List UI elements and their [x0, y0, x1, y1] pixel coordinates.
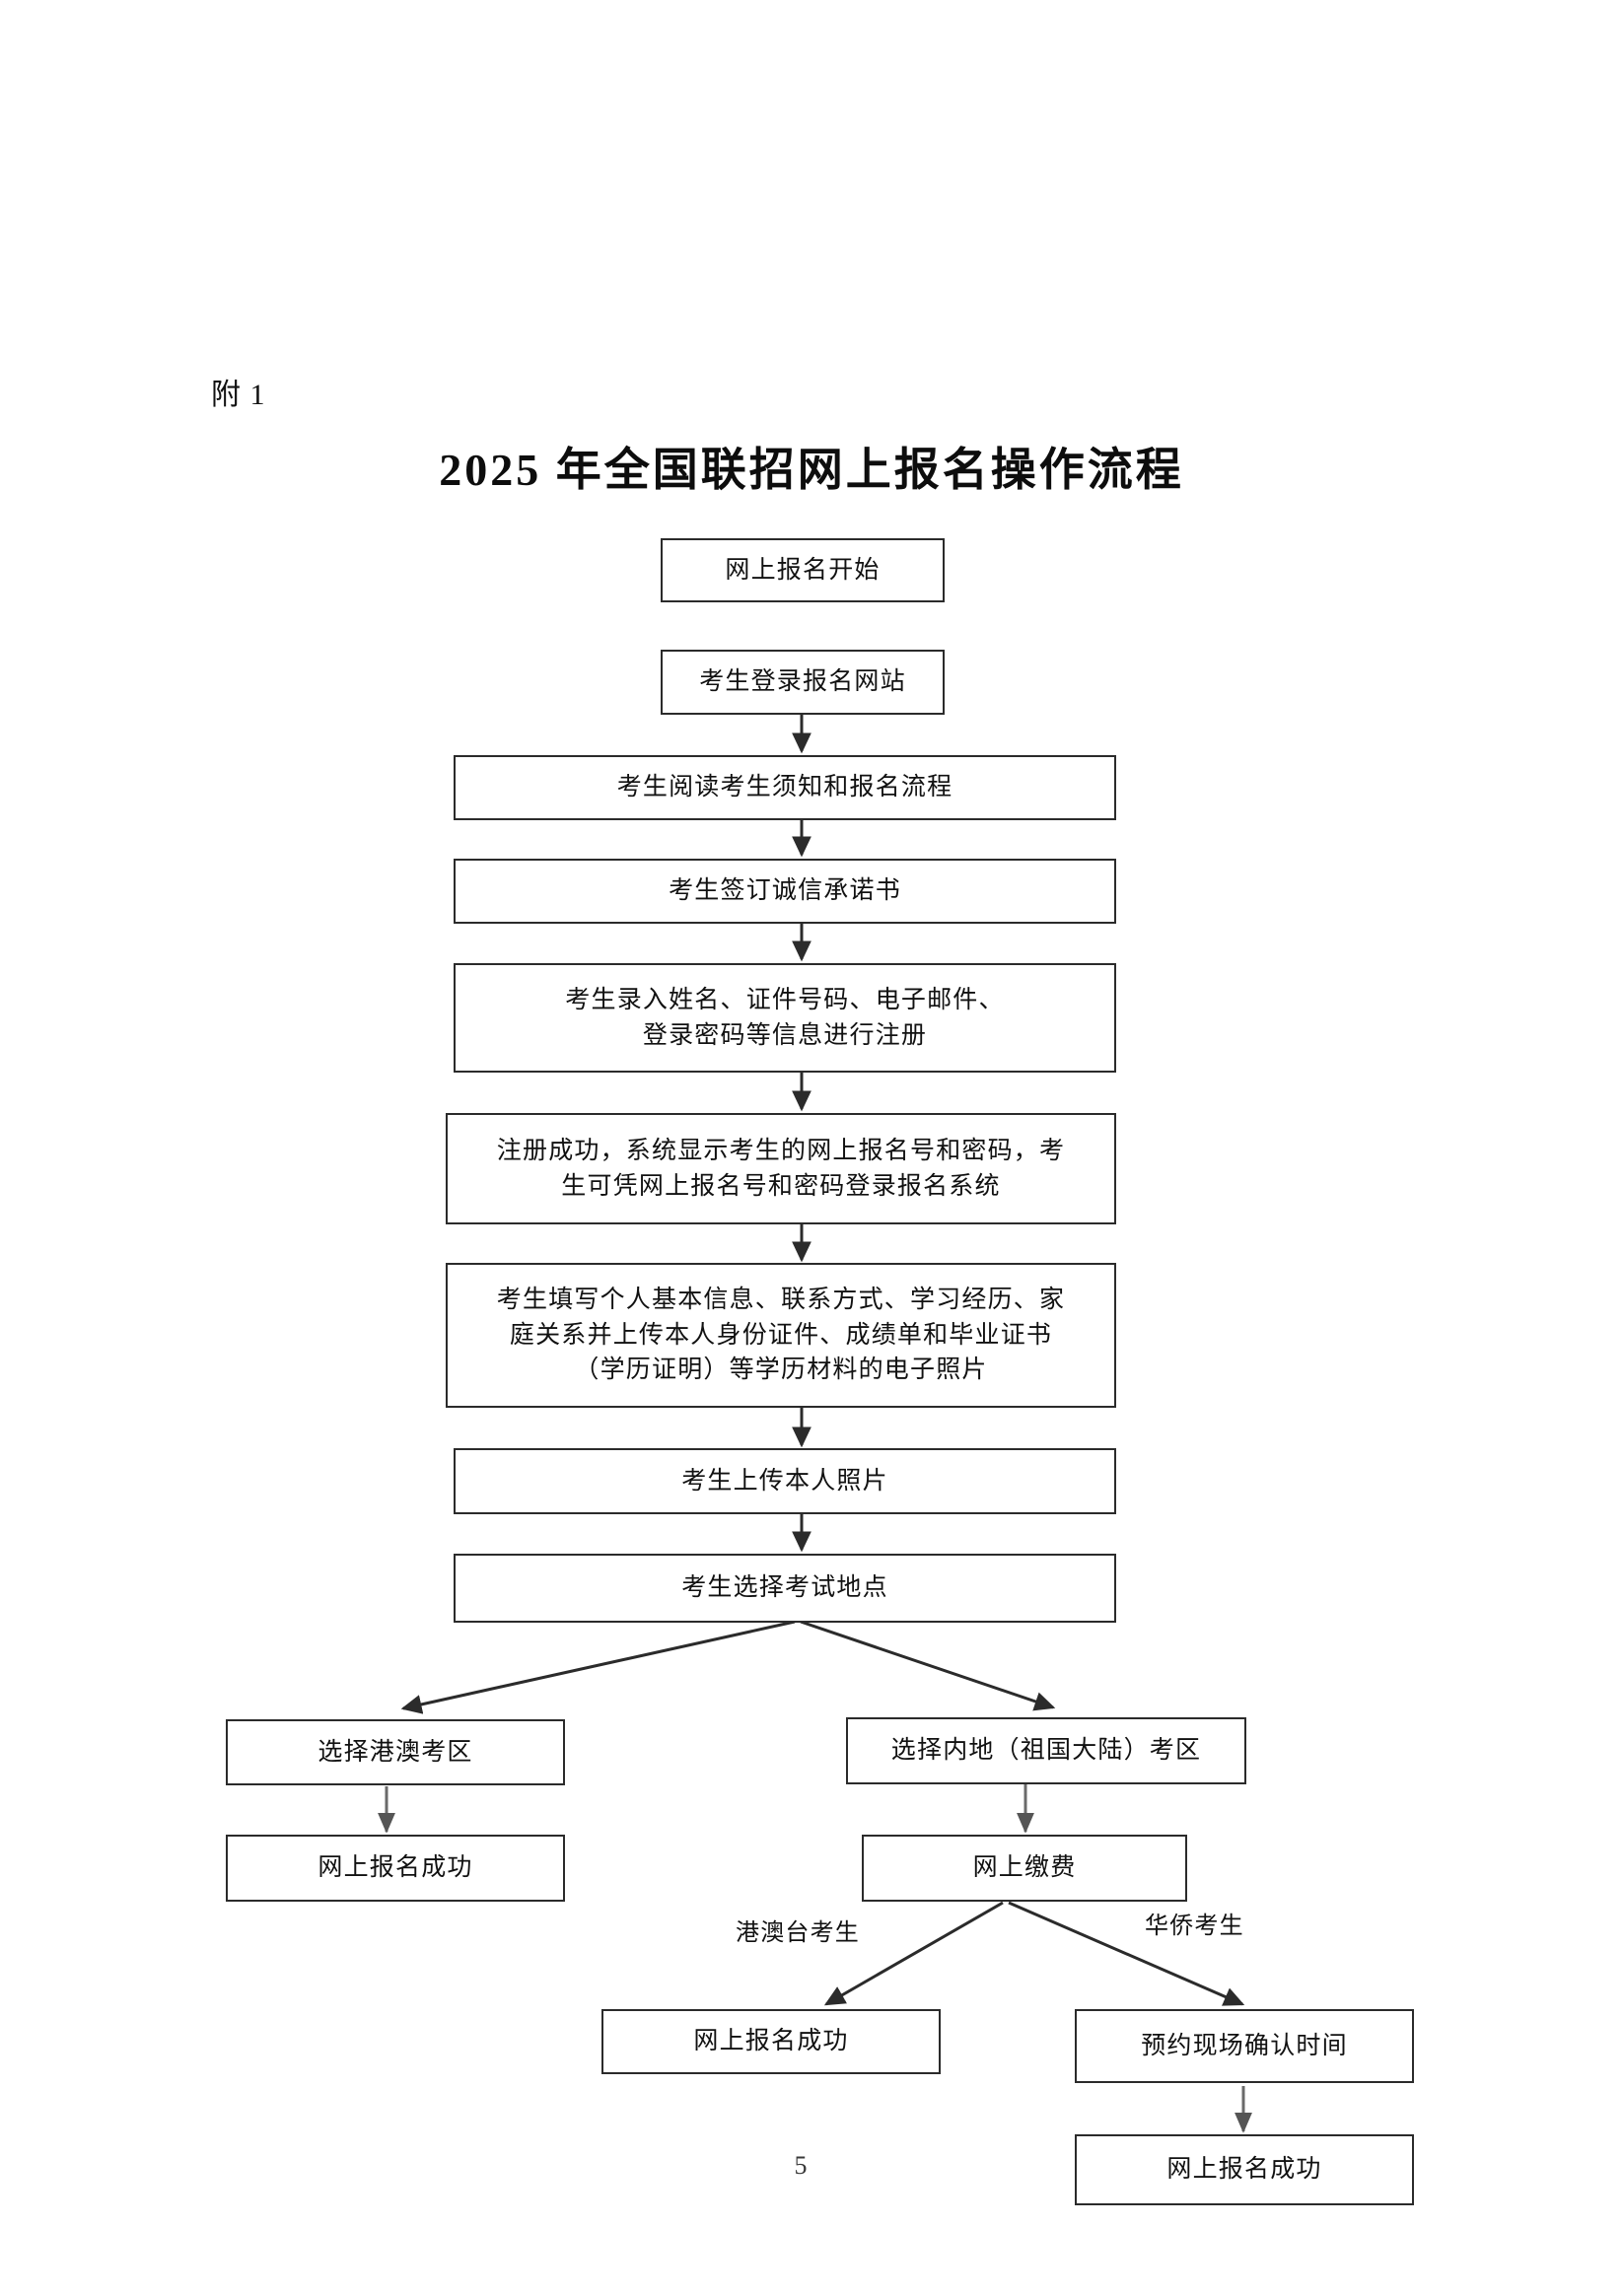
node-label: 网上报名成功 — [318, 1854, 473, 1882]
node-enter-registration-info[interactable]: 考生录入姓名、证件号码、电子邮件、 登录密码等信息进行注册 — [454, 963, 1116, 1073]
node-registration-success-overseas[interactable]: 网上报名成功 — [1075, 2134, 1414, 2205]
node-label: 考生登录报名网站 — [699, 668, 906, 696]
node-upload-photo[interactable]: 考生上传本人照片 — [454, 1448, 1116, 1514]
node-label: 选择内地（祖国大陆）考区 — [890, 1737, 1202, 1765]
page-title: 2025 年全国联招网上报名操作流程 — [439, 445, 1184, 495]
node-select-hk-macao-district[interactable]: 选择港澳考区 — [226, 1719, 565, 1785]
node-label: 网上报名成功 — [1166, 2156, 1322, 2184]
node-label: 考生签订诚信承诺书 — [669, 877, 901, 905]
node-select-mainland-district[interactable]: 选择内地（祖国大陆）考区 — [846, 1717, 1246, 1784]
node-label: 考生录入姓名、证件号码、电子邮件、 登录密码等信息进行注册 — [565, 987, 1005, 1049]
node-label: 选择港澳考区 — [318, 1738, 473, 1766]
node-read-instructions[interactable]: 考生阅读考生须知和报名流程 — [454, 755, 1116, 820]
node-select-exam-location[interactable]: 考生选择考试地点 — [454, 1554, 1116, 1623]
node-registration-success-hk-macao[interactable]: 网上报名成功 — [226, 1835, 565, 1902]
edge-label-hmt-candidates: 港澳台考生 — [736, 1920, 860, 1946]
node-registration-success-credentials[interactable]: 注册成功，系统显示考生的网上报名号和密码，考 生可凭网上报名号和密码登录报名系统 — [446, 1113, 1116, 1224]
node-book-onsite-confirmation[interactable]: 预约现场确认时间 — [1075, 2009, 1414, 2083]
node-label: 预约现场确认时间 — [1141, 2032, 1348, 2059]
page-number-value: 5 — [794, 2151, 808, 2180]
node-label: 注册成功，系统显示考生的网上报名号和密码，考 生可凭网上报名号和密码登录报名系统 — [496, 1138, 1066, 1200]
node-label: 考生阅读考生须知和报名流程 — [616, 774, 953, 801]
edge-label-overseas-chinese-candidates: 华侨考生 — [1145, 1913, 1244, 1939]
node-online-registration-start[interactable]: 网上报名开始 — [661, 538, 945, 602]
node-label: 网上报名成功 — [693, 2028, 849, 2055]
node-label: 考生填写个人基本信息、联系方式、学习经历、家 庭关系并上传本人身份证件、成绩单和… — [496, 1287, 1066, 1384]
node-sign-integrity-pledge[interactable]: 考生签订诚信承诺书 — [454, 859, 1116, 924]
attachment-label: 附 1 — [211, 379, 266, 411]
node-online-payment[interactable]: 网上缴费 — [862, 1835, 1187, 1902]
node-label: 考生上传本人照片 — [681, 1467, 888, 1495]
node-registration-success-hmt[interactable]: 网上报名成功 — [601, 2009, 941, 2074]
node-label: 网上报名开始 — [725, 556, 881, 584]
page-number: 5 — [0, 2151, 1623, 2181]
node-fill-personal-info-upload-docs[interactable]: 考生填写个人基本信息、联系方式、学习经历、家 庭关系并上传本人身份证件、成绩单和… — [446, 1263, 1116, 1408]
node-label: 网上缴费 — [972, 1854, 1077, 1882]
node-candidate-login-site[interactable]: 考生登录报名网站 — [661, 650, 945, 715]
node-label: 考生选择考试地点 — [681, 1574, 888, 1602]
